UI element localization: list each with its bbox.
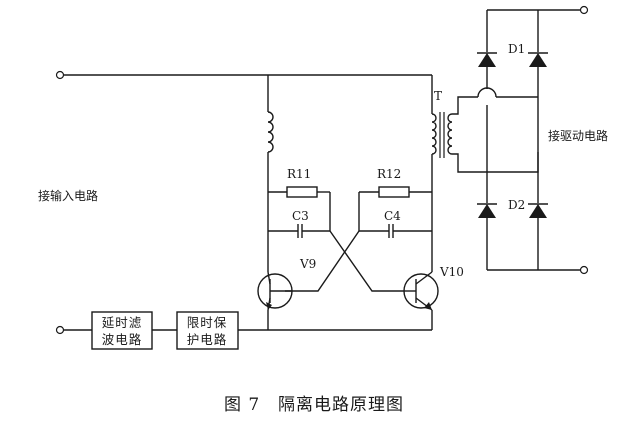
transformer-core bbox=[439, 112, 445, 158]
figure-number: 图 7 bbox=[224, 395, 260, 415]
time-limit-line1: 限时保 bbox=[187, 315, 228, 330]
output-terminal-bottom bbox=[579, 265, 589, 275]
time-limit-line2: 护电路 bbox=[187, 332, 228, 347]
diode-d1-left bbox=[477, 52, 497, 67]
c4-label: C4 bbox=[384, 209, 401, 223]
output-terminal-top bbox=[579, 5, 589, 15]
transistor-v9 bbox=[257, 271, 293, 330]
r12-c4-network bbox=[358, 186, 432, 238]
input-bottom-rail bbox=[55, 325, 432, 335]
transistor-v10 bbox=[403, 271, 439, 330]
diode-d2-left bbox=[477, 203, 497, 218]
diode-bridge bbox=[477, 9, 580, 271]
transformer-secondary bbox=[447, 96, 539, 173]
drive-circuit-label: 接驱动电路 bbox=[548, 128, 608, 143]
v9-label: V9 bbox=[299, 257, 316, 271]
input-top-rail bbox=[55, 70, 432, 80]
d1-label: D1 bbox=[508, 42, 525, 56]
delay-filter-line2: 波电路 bbox=[102, 332, 143, 347]
delay-filter-line1: 延时滤 bbox=[102, 315, 143, 330]
transformer-primary bbox=[431, 75, 437, 272]
r11-c3-network bbox=[268, 186, 331, 238]
resistor-r11 bbox=[286, 186, 318, 198]
input-circuit-label: 接输入电路 bbox=[38, 188, 98, 203]
delay-filter-box bbox=[91, 311, 153, 350]
time-limit-protection-box bbox=[176, 311, 239, 350]
cross-coupling bbox=[285, 230, 405, 292]
diode-d2-right bbox=[528, 203, 548, 218]
left-inductor bbox=[267, 75, 274, 272]
r11-label: R11 bbox=[287, 167, 311, 181]
c3-label: C3 bbox=[292, 209, 309, 223]
d2-label: D2 bbox=[508, 198, 525, 212]
figure-title: 隔离电路原理图 bbox=[278, 395, 404, 415]
r12-label: R12 bbox=[377, 167, 401, 181]
transformer-label: T bbox=[434, 89, 442, 103]
v10-label: V10 bbox=[439, 265, 464, 279]
resistor-r12 bbox=[378, 186, 410, 198]
diode-d1-right bbox=[528, 52, 548, 67]
